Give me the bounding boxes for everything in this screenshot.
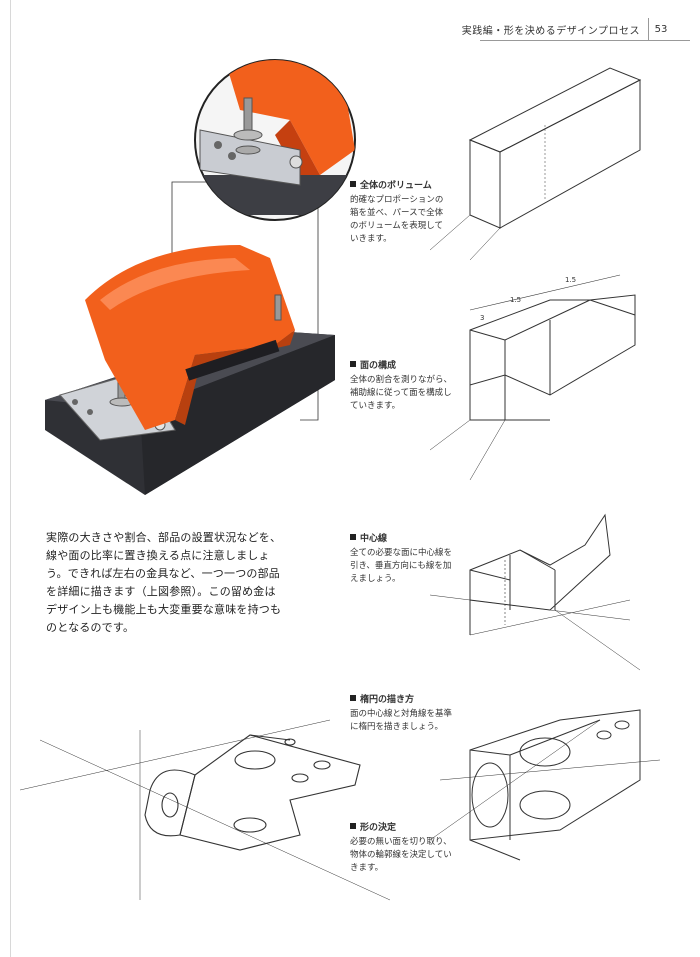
body-line: を詳細に描きます（上図参照）。この留め金は bbox=[46, 585, 276, 598]
bullet-square-icon bbox=[350, 695, 356, 701]
caption-center-lines: 中心線 全ての必要な面に中心線を 引き、垂直方向にも線を加 えましょう。 bbox=[350, 533, 465, 586]
caption-line: きます。 bbox=[350, 863, 384, 873]
page-edge bbox=[10, 0, 11, 957]
caption-line: 必要の無い面を切り取り、 bbox=[350, 837, 452, 847]
page-number: 53 bbox=[648, 18, 673, 40]
caption-line: ていきます。 bbox=[350, 401, 401, 411]
caption-line: のボリュームを表現して bbox=[350, 221, 443, 231]
body-line: う。できれば左右の金具など、一つ一つの部品 bbox=[46, 567, 280, 580]
caption-title: 形の決定 bbox=[360, 823, 397, 833]
header-rule bbox=[480, 40, 690, 41]
caption-line: えましょう。 bbox=[350, 574, 401, 584]
caption-line: 的確なプロポーションの bbox=[350, 195, 444, 205]
caption-title: 楕円の描き方 bbox=[360, 695, 415, 705]
caption-line: 面の中心線と対角線を基準 bbox=[350, 709, 453, 719]
dim-label-15a: 1.5 bbox=[510, 296, 521, 304]
caption-title: 中心線 bbox=[360, 534, 388, 544]
caption-line: 全ての必要な面に中心線を bbox=[350, 548, 453, 558]
caption-title: 面の構成 bbox=[360, 361, 397, 371]
caption-line: いきます。 bbox=[350, 234, 392, 244]
body-line: のとなるのです。 bbox=[46, 621, 135, 634]
caption-shape-decision: 形の決定 必要の無い面を切り取り、 物体の輪郭線を決定してい きます。 bbox=[350, 822, 465, 875]
hole-punch-rendering bbox=[45, 245, 335, 495]
caption-line: 箱を並べ、パースで全体 bbox=[350, 208, 444, 218]
sketch-surface-composition: 3 1.5 1.5 bbox=[429, 274, 636, 481]
sketch-clip-detail bbox=[19, 719, 391, 901]
caption-surface-composition: 面の構成 全体の割合を測りながら、 補助線に従って面を構成し ていきます。 bbox=[350, 360, 465, 413]
body-line: デザイン上も機能上も大変重要な意味を持つも bbox=[46, 603, 282, 616]
caption-overall-volume: 全体のボリューム 的確なプロポーションの 箱を並べ、パースで全体 のボリュームを… bbox=[350, 180, 460, 246]
bullet-square-icon bbox=[350, 361, 356, 367]
bullet-square-icon bbox=[350, 181, 356, 187]
caption-ellipse-drawing: 楕円の描き方 面の中心線と対角線を基準 に楕円を描きましょう。 bbox=[350, 694, 470, 734]
caption-line: 物体の輪郭線を決定してい bbox=[350, 850, 452, 860]
bullet-square-icon bbox=[350, 823, 356, 829]
body-line: 実際の大きさや割合、部品の設置状況などを、 bbox=[46, 531, 282, 544]
caption-line: 補助線に従って面を構成し bbox=[350, 388, 452, 398]
running-header: 実践編・形を決めるデザインプロセス bbox=[461, 26, 640, 37]
dim-label-3: 3 bbox=[480, 314, 484, 322]
zoom-detail-circle bbox=[194, 59, 356, 221]
body-line: 線や面の比率に置き換える点に注意しましょ bbox=[46, 549, 270, 562]
caption-line: 引き、垂直方向にも線を加 bbox=[350, 561, 452, 571]
sketch-ellipses bbox=[429, 709, 661, 861]
caption-line: 全体の割合を測りながら、 bbox=[350, 375, 453, 385]
sketch-center-lines bbox=[429, 513, 641, 671]
body-paragraph: 実際の大きさや割合、部品の設置状況などを、 線や面の比率に置き換える点に注意しま… bbox=[46, 529, 296, 637]
bullet-square-icon bbox=[350, 534, 356, 540]
caption-line: に楕円を描きましょう。 bbox=[350, 722, 443, 732]
dim-label-15b: 1.5 bbox=[565, 276, 576, 284]
sketch-volume-box bbox=[429, 67, 642, 261]
caption-title: 全体のボリューム bbox=[360, 181, 432, 191]
